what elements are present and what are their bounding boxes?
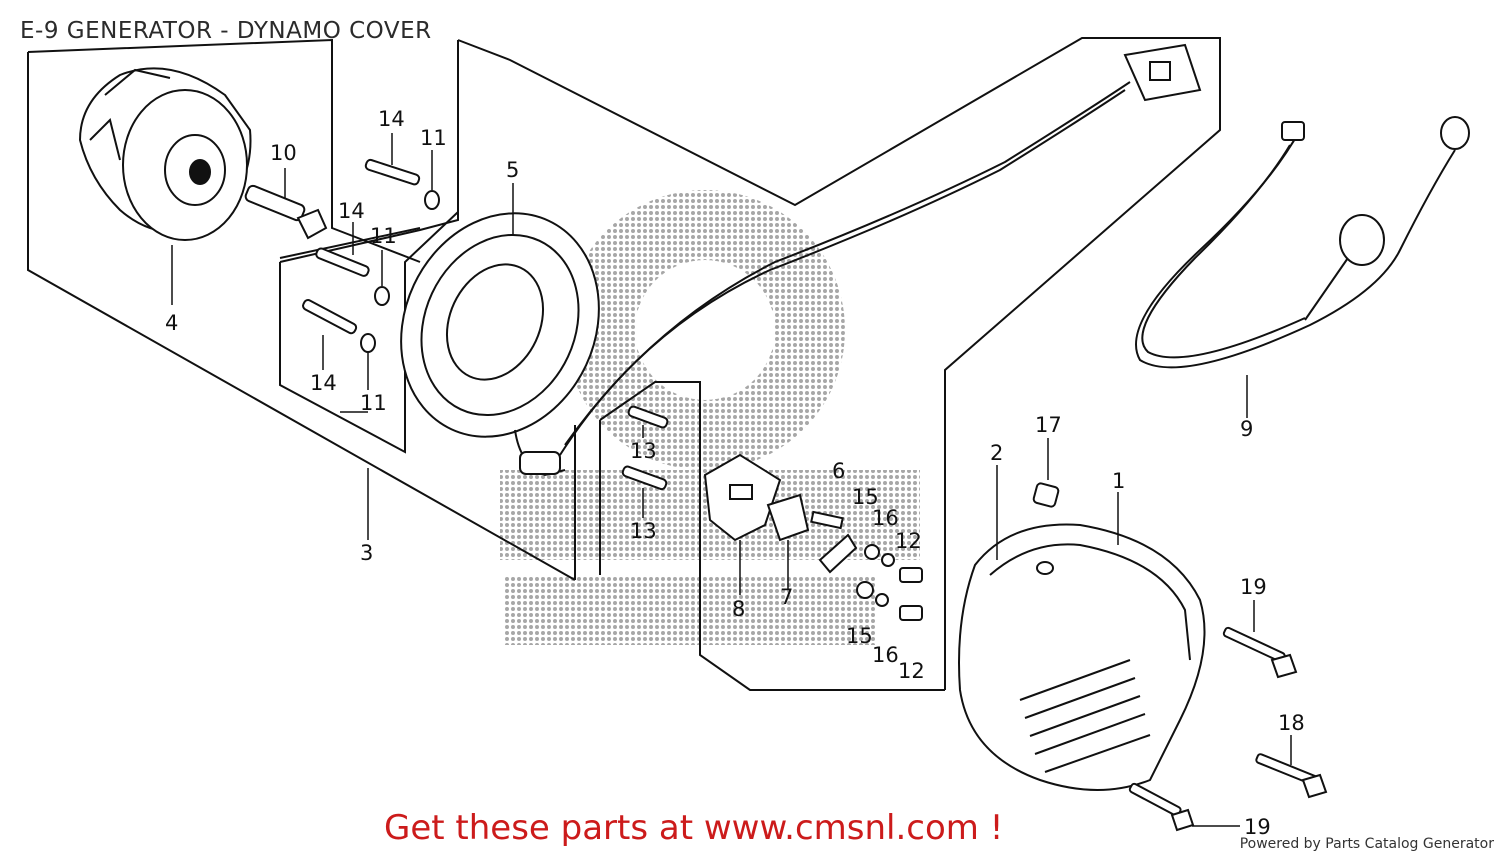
callout-7: 7 [780, 585, 793, 609]
switch-wire [1135, 127, 1456, 369]
promo-link[interactable]: Get these parts at www.cmsnl.com ! [384, 808, 1004, 848]
group-frame-left [27, 38, 576, 581]
callout-leaders [171, 133, 1292, 827]
callout-14b: 14 [338, 199, 365, 223]
callout-15b: 15 [846, 624, 873, 648]
callout-19a: 19 [1240, 575, 1267, 599]
dowel-pin [1032, 482, 1060, 508]
stator-harness [559, 81, 1131, 456]
callout-18: 18 [1278, 711, 1305, 735]
callout-3: 3 [360, 541, 373, 565]
callout-1: 1 [1112, 469, 1125, 493]
dynamo-cover [958, 523, 1206, 791]
callout-16b: 16 [872, 643, 899, 667]
callout-6: 6 [832, 459, 845, 483]
pickup-bolts [621, 405, 669, 491]
group-frame-pickup [599, 381, 945, 691]
callout-14c: 14 [310, 371, 337, 395]
small-hardware [810, 510, 923, 621]
callout-10: 10 [270, 141, 297, 165]
callout-9: 9 [1240, 417, 1253, 441]
diagram-title: E-9 GENERATOR - DYNAMO COVER [20, 18, 432, 44]
rotor-flywheel [78, 67, 252, 241]
callout-13a: 13 [630, 439, 657, 463]
callout-8: 8 [732, 597, 745, 621]
callout-11a: 11 [420, 126, 447, 150]
rotor-bolt [244, 184, 328, 240]
callout-12a: 12 [895, 529, 922, 553]
callout-14a: 14 [378, 107, 405, 131]
watermark-logo [500, 190, 920, 645]
callout-12b: 12 [898, 659, 925, 683]
callout-19b: 19 [1244, 815, 1271, 839]
group-frame-inner [279, 40, 459, 454]
group-frame-stator [457, 37, 1221, 690]
callout-labels: 1 2 3 4 5 6 7 8 9 10 11 11 11 11 12 12 1… [165, 107, 1305, 839]
callout-11b: 11 [370, 224, 397, 248]
callout-4: 4 [165, 311, 178, 335]
callout-15a: 15 [852, 485, 879, 509]
switch-wire-terminals [1281, 116, 1470, 266]
stator-coil [400, 212, 600, 477]
callout-5: 5 [506, 158, 519, 182]
callout-16a: 16 [872, 506, 899, 530]
cover-bolts [1128, 626, 1328, 832]
harness-connector [1123, 43, 1202, 102]
callout-13b: 13 [630, 519, 657, 543]
pulse-generator [703, 453, 810, 542]
callout-11c: 11 [360, 391, 387, 415]
stator-washers [360, 190, 440, 353]
powered-by-text: Powered by Parts Catalog Generator [1239, 836, 1494, 852]
stator-bolts [302, 158, 421, 335]
callout-2: 2 [990, 441, 1003, 465]
callout-17: 17 [1035, 413, 1062, 437]
